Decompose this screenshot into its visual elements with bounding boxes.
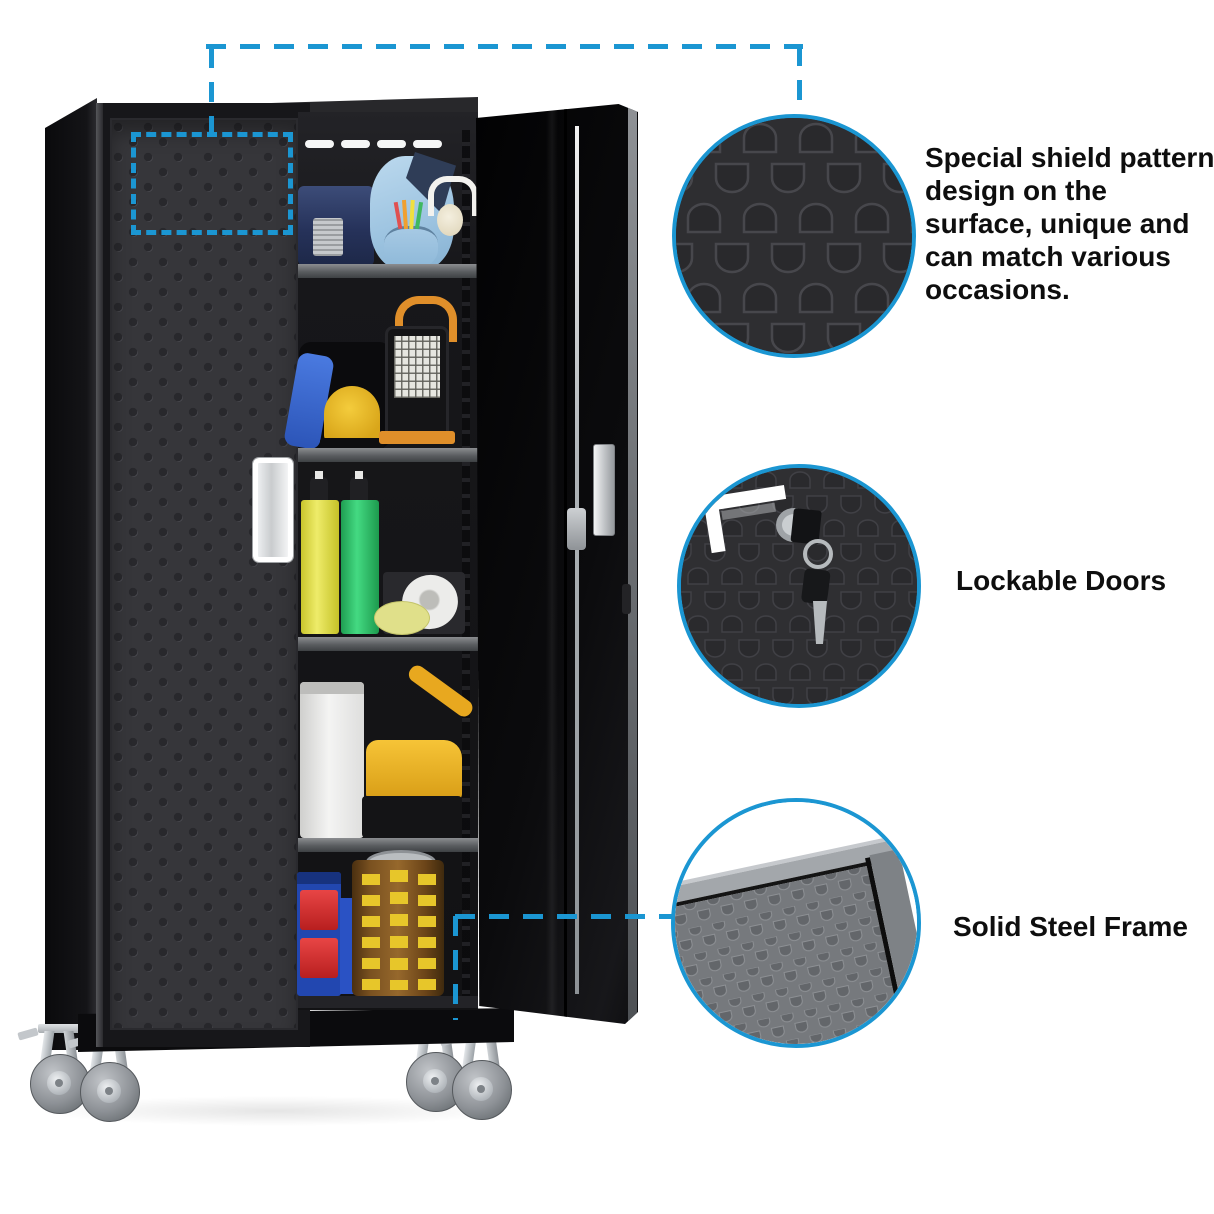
callout-circle-steel-frame	[671, 798, 921, 1048]
connector-bottom-horizontal	[455, 914, 673, 919]
vent-slot	[377, 140, 406, 148]
connector-top-horizontal	[206, 44, 803, 49]
caster-brake	[17, 1027, 39, 1041]
connector-bottom-vertical	[453, 916, 458, 1020]
handle-corner	[702, 485, 787, 554]
connector-top-right-vertical	[797, 46, 802, 114]
yellow-bottle-cap	[310, 477, 328, 507]
shelf-adjustment-holes	[462, 130, 470, 998]
lock-rod	[575, 126, 579, 994]
callout-label-solid-steel-frame: Solid Steel Frame	[953, 911, 1188, 942]
callout-label-shield-pattern: Special shield pattern design on the sur…	[925, 142, 1214, 305]
staple-gun-base	[362, 796, 462, 838]
work-light-base	[379, 431, 455, 444]
shield-pattern-detail	[676, 118, 912, 354]
caster-rear-left	[17, 1024, 96, 1116]
door-crease-highlight	[546, 104, 558, 1024]
white-storage-bin	[300, 682, 364, 838]
left-door-handle	[253, 458, 293, 562]
work-light-handle	[395, 296, 457, 342]
door-lock-knob	[622, 584, 631, 614]
led-panel	[394, 336, 440, 398]
green-spray-bottle	[341, 500, 379, 634]
blue-case-behind	[340, 898, 354, 994]
cabinet-side-panel	[45, 98, 97, 1050]
organizer-lid	[297, 872, 341, 884]
yellow-bottle-tip	[315, 471, 323, 479]
headphones-earcup	[437, 204, 463, 236]
vent-slot	[341, 140, 370, 148]
callout-label-lockable-doors: Lockable Doors	[956, 565, 1167, 596]
door-corner-highlight	[96, 103, 103, 1047]
headphones-band	[428, 176, 478, 216]
wooden-label-carousel	[352, 860, 444, 996]
door-edge-strip	[628, 107, 637, 1021]
colored-pencils	[393, 199, 424, 230]
backpack-front-pocket	[384, 226, 438, 269]
bin-rim	[300, 682, 364, 694]
yellow-tape-roll	[374, 601, 430, 635]
label-strip	[418, 874, 436, 990]
callout-circle-shield-pattern	[672, 114, 916, 358]
caster-front-right	[439, 1030, 518, 1122]
cabinet-right-door-open	[476, 104, 638, 1024]
shelf-edge-2	[298, 448, 478, 462]
shelf-edge-1	[298, 264, 478, 278]
shelf-edge-3	[298, 637, 478, 651]
interior-floor-edge	[298, 996, 478, 1008]
shelf-edge-4	[298, 838, 478, 852]
connector-top-left-vertical	[209, 48, 214, 132]
label-strip	[390, 870, 408, 990]
yellow-staple-gun-body	[366, 740, 462, 800]
door-crease	[564, 104, 567, 1024]
green-bottle-cap	[350, 477, 368, 507]
vent-slot	[413, 140, 442, 148]
shield-pattern-highlight-rect	[131, 132, 293, 235]
callout-circle-lockable-doors	[677, 464, 921, 708]
red-drawer-bottom	[300, 938, 338, 978]
steel-frame-corner-detail	[675, 802, 917, 1044]
tape-measure-base	[320, 438, 384, 450]
lock-with-keys	[776, 508, 833, 644]
red-drawer-top	[300, 890, 338, 930]
green-bottle-tip	[355, 471, 363, 479]
left-door-pattern-panel	[110, 118, 298, 1030]
right-door-handle	[593, 444, 615, 536]
vent-slot	[305, 140, 334, 148]
yellow-spray-bottle	[301, 500, 339, 634]
label-strip	[362, 874, 380, 990]
lock-rod-mechanism	[567, 508, 586, 550]
lock-and-keys-detail	[681, 468, 917, 704]
yellow-tape-measure	[324, 386, 380, 442]
toolbox-latch	[313, 218, 343, 256]
